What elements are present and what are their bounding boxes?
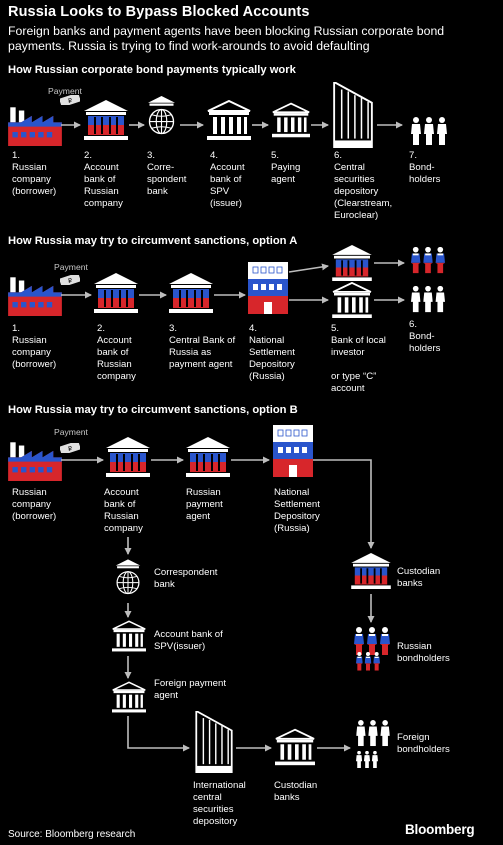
nsd-building-icon: [273, 425, 313, 477]
step-number: 1.: [12, 150, 21, 161]
bank-icon: [207, 100, 251, 140]
step-label: Account bank of Russian company: [84, 162, 123, 209]
step-number: 2.: [97, 323, 106, 334]
step-label: Central Bank of Russia as payment agent: [169, 335, 236, 370]
step-central-depository: 6.Central securities depository (Clearst…: [334, 150, 404, 222]
step-label: Russian company (borrower): [12, 162, 57, 197]
step-paying-agent: 5.Paying agent: [271, 150, 317, 186]
step-number: 6.: [409, 319, 418, 330]
bank-icon: [332, 282, 372, 318]
section-heading-typical: How Russian corporate bond payments typi…: [8, 64, 296, 76]
step-nsd: National Settlement Depository (Russia): [274, 487, 320, 534]
step-label: Account bank of Russian company: [97, 335, 136, 382]
step-number: 7.: [409, 150, 418, 161]
step-spv-bank: 4.Account bank of SPV (issuer): [210, 150, 260, 210]
bondholders-icon: [411, 117, 447, 145]
step-custodian-banks-russian: Custodian banks: [397, 566, 441, 589]
step-number: 5.: [331, 323, 340, 334]
step-correspondent-bank: 3.Corre- spondent bank: [147, 150, 201, 198]
bank-icon: [94, 273, 138, 313]
bank-icon: [112, 681, 146, 713]
step-spv-bank: Account bank of SPV(issuer): [154, 629, 223, 652]
depository-tower-icon: [195, 711, 233, 773]
step-number: 4.: [210, 150, 219, 161]
bank-icon: [84, 100, 128, 140]
bank-icon: [272, 102, 310, 139]
bank-icon: [169, 273, 213, 313]
step-russian-company: Russian company (borrower): [12, 487, 57, 522]
step-label: National Settlement Depository (Russia): [249, 335, 295, 382]
nsd-building-icon: [248, 262, 288, 314]
step-russian-bondholders: Russian bondholders: [397, 641, 450, 664]
russian-bondholders-icon: [354, 627, 390, 655]
factory-icon: [8, 277, 62, 316]
step-russian-payment-agent: Russian payment agent: [186, 487, 223, 522]
option-a-flow-icons: [8, 245, 445, 318]
step-central-bank: 3.Central Bank of Russia as payment agen…: [169, 323, 237, 371]
payment-note-icon: [60, 443, 80, 453]
step-number: 2.: [84, 150, 93, 161]
step-number: 6.: [334, 150, 343, 161]
step-icsd: International central securities deposit…: [193, 780, 246, 827]
globe-bank-icon: [115, 558, 141, 595]
step-label: Corre- spondent bank: [147, 162, 187, 197]
option-b-flow-icons: [8, 425, 391, 773]
step-label: Russian company (borrower): [12, 335, 57, 370]
step-account-bank: 2.Account bank of Russian company: [84, 150, 134, 210]
step-extra: or type “C” account: [331, 371, 377, 394]
factory-icon: [8, 442, 62, 481]
step-foreign-bondholders: Foreign bondholders: [397, 732, 450, 755]
step-custodian-banks-foreign: Custodian banks: [274, 780, 318, 803]
page-title: Russia Looks to Bypass Blocked Accounts: [8, 4, 310, 20]
bank-icon: [106, 437, 150, 477]
step-label: Central securities depository (Clearstre…: [334, 162, 393, 221]
factory-icon: [8, 107, 62, 146]
bank-icon: [332, 245, 372, 281]
step-label: Bond- holders: [409, 162, 441, 185]
step-russian-company: 1.Russian company (borrower): [12, 150, 72, 198]
russian-bondholders-icon: [356, 652, 380, 671]
bondholders-icon: [411, 286, 445, 312]
russian-bondholders-icon: [411, 247, 445, 273]
bloomberg-logo: Bloomberg: [405, 822, 475, 837]
payment-note-icon: [60, 275, 80, 285]
page-subtitle: Foreign banks and payment agents have be…: [8, 24, 445, 53]
step-nsd: 4.National Settlement Depository (Russia…: [249, 323, 309, 383]
bank-icon: [112, 620, 146, 652]
bank-icon: [351, 553, 391, 589]
step-correspondent-bank: Correspondent bank: [154, 567, 218, 590]
step-account-bank: 2.Account bank of Russian company: [97, 323, 147, 383]
step-label: Account bank of SPV (issuer): [210, 162, 245, 209]
bank-icon: [186, 437, 230, 477]
step-foreign-payment-agent: Foreign payment agent: [154, 678, 226, 701]
step-russian-company: 1.Russian company (borrower): [12, 323, 72, 371]
step-bondholders: 7.Bond- holders: [409, 150, 449, 186]
step-bondholders: 6.Bond- holders: [409, 319, 449, 355]
step-number: 3.: [147, 150, 156, 161]
step-number: 4.: [249, 323, 258, 334]
step-number: 3.: [169, 323, 178, 334]
globe-bank-icon: [147, 95, 176, 135]
step-label: Bond- holders: [409, 331, 441, 354]
payment-label: Payment: [48, 86, 82, 96]
step-number: 1.: [12, 323, 21, 334]
section-heading-option-a: How Russia may try to circumvent sanctio…: [8, 235, 298, 247]
payment-label: Payment: [54, 262, 88, 272]
step-local-investor-bank: 5.Bank of local investor or type “C” acco…: [331, 323, 401, 395]
section-heading-option-b: How Russia may try to circumvent sanctio…: [8, 404, 298, 416]
step-account-bank: Account bank of Russian company: [104, 487, 143, 534]
source-note: Source: Bloomberg research: [8, 829, 136, 840]
foreign-bondholders-icon: [356, 751, 378, 768]
step-label: Bank of local investor: [331, 335, 386, 358]
depository-tower-icon: [333, 82, 373, 148]
step-number: 5.: [271, 150, 280, 161]
foreign-bondholders-icon: [356, 720, 390, 746]
bank-icon: [275, 728, 315, 766]
typical-flow-icons: [8, 82, 447, 148]
payment-label: Payment: [54, 427, 88, 437]
step-label: Paying agent: [271, 162, 301, 185]
